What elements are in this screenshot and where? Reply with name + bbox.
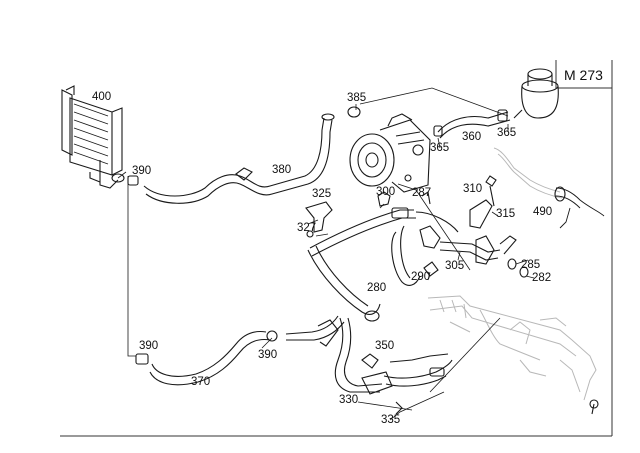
- callout-380: 380: [272, 164, 291, 176]
- brackets-upper: [305, 175, 497, 238]
- callout-365-left: 365: [430, 142, 449, 154]
- callout-310: 310: [463, 183, 482, 195]
- callout-287: 287: [412, 187, 431, 199]
- callout-390-lower: 390: [139, 340, 158, 352]
- callout-290: 290: [411, 271, 430, 283]
- callout-327: 327: [297, 222, 316, 234]
- callout-300: 300: [376, 186, 395, 198]
- power-steering-pump: [349, 113, 431, 193]
- lower-return-line: [135, 330, 278, 386]
- callout-305: 305: [445, 260, 464, 272]
- upper-return-line: [127, 106, 361, 204]
- steering-rack: [427, 295, 599, 415]
- callout-490: 490: [533, 206, 552, 218]
- callout-285: 285: [521, 259, 540, 271]
- callout-390-upper: 390: [132, 165, 151, 177]
- oil-cooler-drawing: [61, 85, 125, 189]
- callout-325: 325: [312, 188, 331, 200]
- callout-330: 330: [339, 394, 358, 406]
- model-code-label: M 273: [564, 67, 603, 83]
- diagram-frame: [60, 60, 613, 437]
- callout-360: 360: [462, 131, 481, 143]
- callout-350: 350: [375, 340, 394, 352]
- pressure-hose-drawing: [307, 207, 517, 322]
- suction-line-drawing: [285, 315, 453, 415]
- callout-390-mid: 390: [258, 349, 277, 361]
- callout-315: 315: [496, 208, 515, 220]
- callout-365-right: 365: [497, 127, 516, 139]
- pressure-line-490-drawing: [493, 147, 605, 229]
- leader-lines: [117, 87, 535, 421]
- callout-370: 370: [191, 376, 210, 388]
- callout-282: 282: [532, 272, 551, 284]
- reservoir-assembly: [433, 68, 559, 139]
- callout-335: 335: [381, 414, 400, 426]
- callout-385: 385: [347, 92, 366, 104]
- callout-400: 400: [92, 91, 111, 103]
- callout-280: 280: [367, 282, 386, 294]
